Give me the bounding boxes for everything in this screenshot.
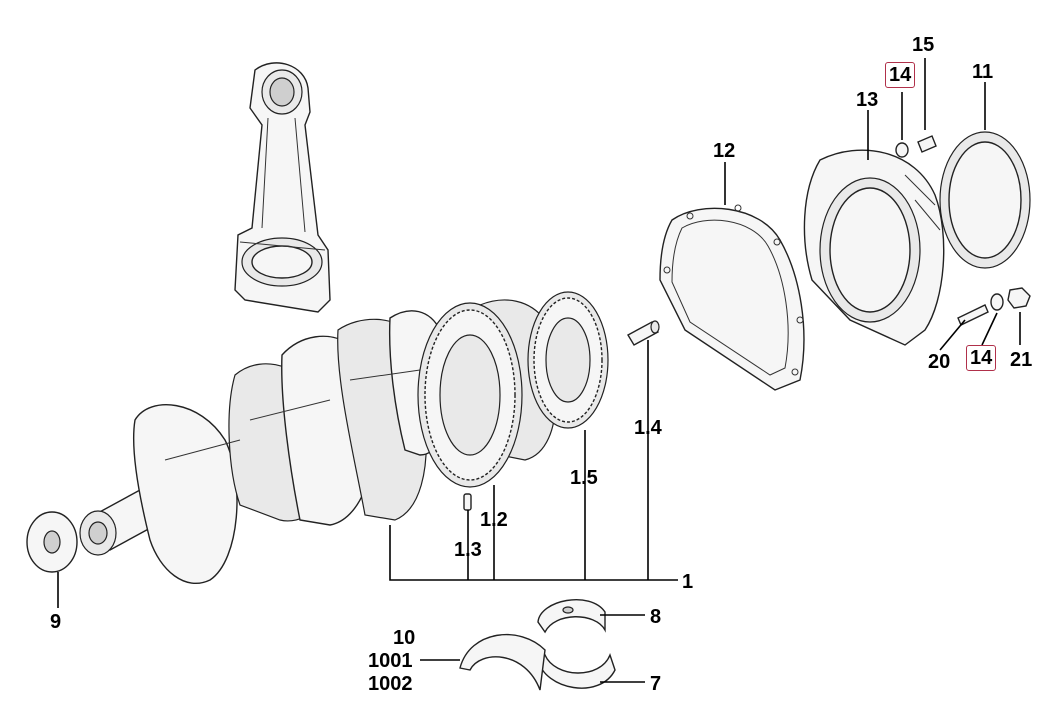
callout-1-3: 1.3 [454,539,482,561]
gear-1-5 [527,291,609,429]
callout-14-upper: 14 [885,62,916,88]
pin-1-3 [463,493,472,511]
washer-14-upper [895,142,909,158]
thrust-washer-9 [26,511,78,573]
callout-1-2: 1.2 [480,509,508,531]
callout-13: 13 [856,89,879,111]
bearing-shell-8 [537,598,606,634]
gear-1-2 [417,302,523,488]
callout-12: 12 [713,140,736,162]
callout-1-5: 1.5 [570,467,598,489]
callout-1002: 1002 [368,673,413,695]
callout-7: 7 [650,673,662,695]
leader-lines [57,58,1021,683]
callout-21: 21 [1010,349,1033,371]
rear-cover-13 [803,149,945,346]
bolt-15 [917,135,937,153]
bearing-shell-7 [537,652,616,689]
callout-11: 11 [972,61,994,83]
dowel-pin-1-4 [627,320,660,346]
hardware [895,135,1031,326]
connecting-rod [234,62,331,313]
thrust-bearing-10 [459,633,546,691]
gasket-12 [659,204,805,391]
callout-9: 9 [50,611,62,633]
callout-10: 10 [393,627,416,649]
stud-20 [957,304,989,326]
seal-ring-11 [939,131,1031,269]
callout-15: 15 [912,34,935,56]
callout-8: 8 [650,606,662,628]
nut-21 [1007,287,1031,309]
callout-1001: 1001 [368,650,413,672]
washer-14-lower [990,293,1004,311]
callout-14-lower: 14 [966,345,997,371]
callout-20: 20 [928,351,951,373]
callout-1-4: 1.4 [634,417,662,439]
callout-1: 1 [682,571,694,593]
